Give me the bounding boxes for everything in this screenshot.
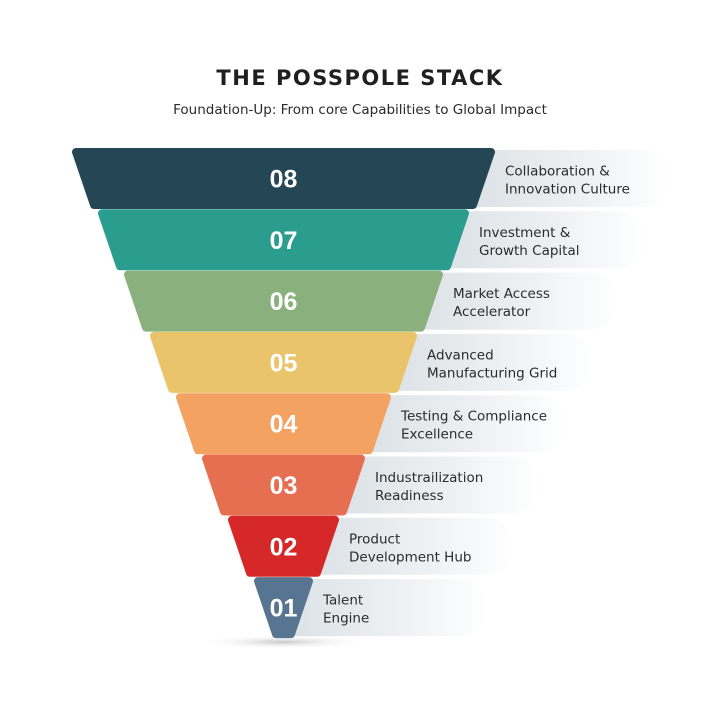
layer-label-line1: Product bbox=[349, 531, 400, 547]
layer-label-line1: Talent bbox=[322, 593, 363, 609]
layer-shape bbox=[72, 148, 495, 209]
layer-shape bbox=[228, 515, 339, 577]
layer-number: 06 bbox=[270, 288, 298, 316]
layer-label-line1: Industrailization bbox=[375, 470, 483, 486]
layer-number: 03 bbox=[270, 472, 298, 500]
layer-number: 07 bbox=[270, 227, 298, 255]
layer-label-line2: Accelerator bbox=[453, 304, 531, 320]
layer-shape bbox=[176, 393, 391, 455]
layer-label-line2: Manufacturing Grid bbox=[427, 365, 557, 381]
page-title: THE POSSPOLE STACK bbox=[216, 66, 504, 90]
base-shadow bbox=[198, 635, 368, 649]
layer-shape bbox=[124, 270, 443, 332]
layer-number: 08 bbox=[270, 166, 298, 194]
label-pill bbox=[269, 579, 489, 637]
label-pill bbox=[347, 395, 567, 453]
label-pill bbox=[373, 333, 593, 391]
layer-number: 04 bbox=[270, 411, 298, 439]
layer-label-line1: Advanced bbox=[427, 347, 494, 363]
stack-layer-07: 07 Investment & Growth Capital bbox=[98, 209, 645, 271]
layer-label-line2: Engine bbox=[323, 611, 369, 627]
label-pill bbox=[295, 517, 515, 575]
layer-shape bbox=[254, 577, 313, 639]
label-pill bbox=[399, 272, 619, 330]
layer-label-line1: Market Access bbox=[453, 286, 550, 302]
layer-label-line1: Testing & Compliance bbox=[400, 409, 547, 425]
page-subtitle: Foundation-Up: From core Capabilities to… bbox=[173, 102, 547, 118]
label-pill bbox=[451, 150, 671, 207]
layer-shape bbox=[150, 331, 417, 393]
layer-label-line1: Collaboration & bbox=[505, 164, 610, 180]
label-pill bbox=[425, 211, 645, 269]
layer-label-line2: Innovation Culture bbox=[505, 182, 630, 198]
layer-number: 02 bbox=[270, 533, 298, 561]
layer-shape bbox=[202, 454, 365, 516]
layer-number: 01 bbox=[270, 595, 298, 623]
layer-label-line1: Investment & bbox=[479, 225, 571, 241]
layer-label-line2: Readiness bbox=[375, 488, 444, 504]
label-pill bbox=[321, 456, 541, 514]
layer-label-line2: Development Hub bbox=[349, 549, 471, 565]
layer-number: 05 bbox=[270, 349, 298, 377]
layer-label-line2: Excellence bbox=[401, 427, 473, 443]
layer-label-line2: Growth Capital bbox=[479, 243, 580, 259]
layer-shape bbox=[98, 209, 469, 271]
stack-layer-08: 08 Collaboration & Innovation Culture bbox=[72, 148, 671, 209]
